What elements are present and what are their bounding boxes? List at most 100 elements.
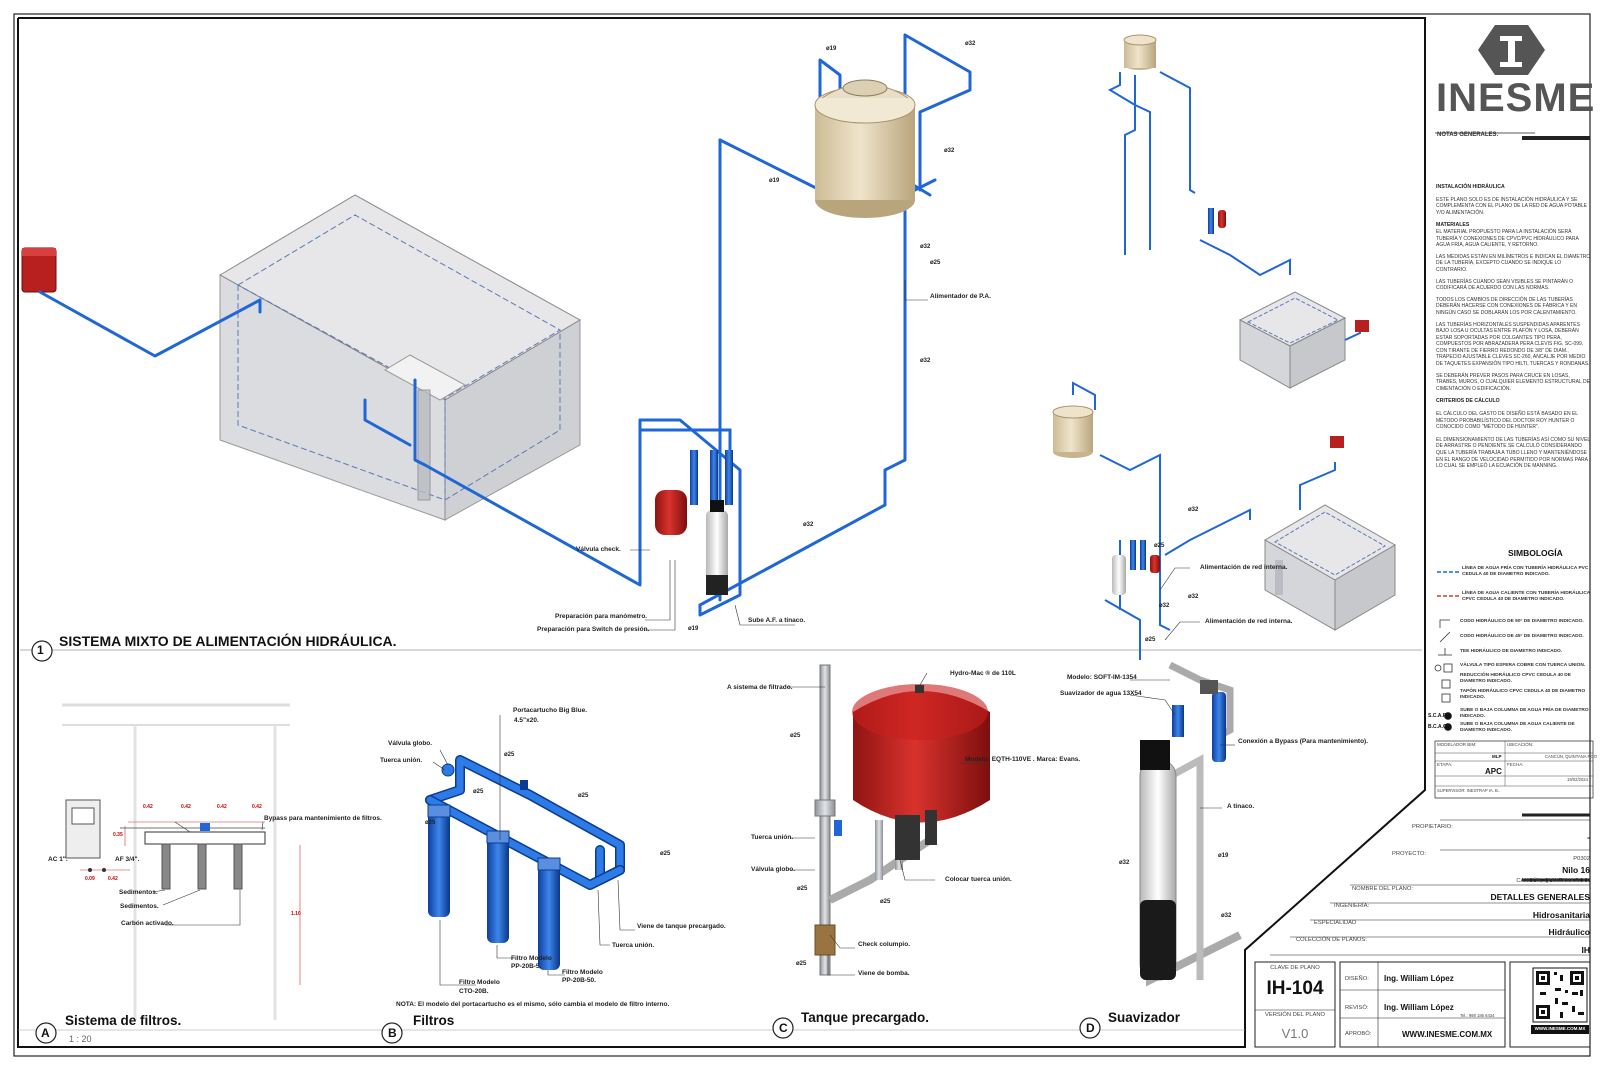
detail-c-d25-d: ø25 xyxy=(796,961,807,967)
small-fecha-val: 19/02/2024 xyxy=(1567,777,1588,782)
simbologia-item-7: TAPÓN HIDRÁULICO CPVC CEDULA 40 DE DIAME… xyxy=(1460,689,1586,700)
detail-b-filters xyxy=(425,755,625,970)
detail-b-note: NOTA: El modelo del portacartucho es el … xyxy=(396,1001,670,1008)
notes-p2: EL MATERIAL PROPUESTO PARA LA INSTALACIÓ… xyxy=(1436,228,1579,249)
simbologia-item-3: CODO HIDRÁULICO DE 45° DE DIAMETRO INDIC… xyxy=(1460,634,1584,639)
simbologia-title: SIMBOLOGÍA xyxy=(1508,548,1563,558)
right-label-d32-a: ø32 xyxy=(1188,507,1199,513)
detail-d-d32-a: ø32 xyxy=(1119,860,1130,866)
detail-d-bypass: Conexión a Bypass (Para mantenimiento). xyxy=(1238,738,1369,745)
tb-coleccion-label: COLECCIÓN DE PLANOS: xyxy=(1296,937,1367,943)
label-manometro: Preparación para manómetro. xyxy=(555,613,648,620)
right-upper-system xyxy=(1107,34,1369,389)
right-label-d32-b: ø32 xyxy=(1188,594,1199,600)
notes-p5: TODOS LOS CAMBIOS DE DIRECCIÓN DE LAS TU… xyxy=(1436,296,1577,316)
detail-c-modelo: Modelo: EQTH-110VE . Marca: Evans. xyxy=(965,756,1081,763)
brand-name: INESME xyxy=(1436,76,1596,120)
detail-b-d25-a: ø25 xyxy=(504,752,515,758)
right-lower-system xyxy=(1052,381,1396,660)
notes-block: INSTALACIÓN HIDRÁULICA ESTE PLANO SOLO E… xyxy=(1436,184,1592,470)
tb-diseno-label: DISEÑO: xyxy=(1345,976,1369,982)
detail-a-dim-8: 1.10 xyxy=(291,911,301,917)
detail-c-d25-a: ø25 xyxy=(790,733,801,739)
simbologia-sbcaf: S.C.A.F. xyxy=(1428,713,1447,719)
detail-c-title: Tanque precargado. xyxy=(801,1010,930,1025)
tb-ingenieria-value: Hidrosanitaria xyxy=(1532,910,1590,920)
tb-diseno-value: Ing. William López xyxy=(1384,974,1454,983)
detail-d-letter: D xyxy=(1086,1021,1095,1035)
label-d32-b: ø32 xyxy=(944,148,955,154)
detail-a-af: AF 3/4". xyxy=(115,856,140,863)
label-alimentador: Alimentador de P.A. xyxy=(930,293,991,300)
detail-b-d25-b: ø25 xyxy=(473,789,484,795)
notes-header: NOTAS GENERALES: xyxy=(1437,132,1499,138)
main-title: SISTEMA MIXTO DE ALIMENTACIÓN HIDRÁULICA… xyxy=(59,633,397,649)
tb-proyecto-code: P0302 xyxy=(1573,856,1590,862)
symbology-glyphs xyxy=(1434,571,1460,731)
qr-code-icon xyxy=(1531,967,1589,1034)
simbologia-item-5: VÁLVULA TIPO ESFERA COBRE CON TUERCA UNI… xyxy=(1460,663,1586,668)
detail-c-bomba: Viene de bomba. xyxy=(858,970,910,977)
label-d25-a: ø25 xyxy=(930,260,941,266)
notes-p1: ESTE PLANO SOLO ES DE INSTALACIÓN HIDRÁU… xyxy=(1436,196,1588,216)
detail-d-suavizador: Suavizador de agua 13X54 xyxy=(1060,690,1142,697)
detail-b-title: Filtros xyxy=(413,1013,455,1028)
notes-p9: EL DIMENSIONAMIENTO DE LAS TUBERÍAS ASÍ … xyxy=(1436,436,1590,470)
detail-a-ac: AC 1". xyxy=(48,856,68,863)
right-label-d25-b: ø25 xyxy=(1145,637,1156,643)
label-switch: Preparación para Switch de presión. xyxy=(537,626,650,633)
notes-h1: INSTALACIÓN HIDRÁULICA xyxy=(1436,184,1505,190)
detail-d-tinaco: A tinaco. xyxy=(1227,803,1255,810)
label-d19-a: ø19 xyxy=(826,46,837,52)
detail-b-filter-2b: PP-20B-50. xyxy=(562,977,596,984)
simbologia-bcac: B.C.A.C. xyxy=(1428,724,1448,730)
right-label-red-interna-2: Alimentación de red interna. xyxy=(1205,618,1293,625)
label-valvula-check: Válvula check. xyxy=(576,546,621,553)
detail-b-size: 4.5"x20. xyxy=(514,717,539,724)
detail-b-valvula-globo: Válvula globo. xyxy=(388,740,433,747)
detail-b-d25-d: ø25 xyxy=(425,820,436,826)
simbologia-item-1: LÍNEA DE AGUA CALIENTE CON TUBERÍA HIDRÁ… xyxy=(1462,591,1591,602)
notes-h3: CRITERIOS DE CÁLCULO xyxy=(1436,398,1500,405)
detail-b-filter-1a: Filtro Modelo xyxy=(511,955,552,962)
tb-tel: Tel.: 998 186 6434 xyxy=(1460,1013,1495,1018)
detail-b-filter-3a: Filtro Modelo xyxy=(459,979,500,986)
simbologia-item-8: SUBE O BAJA COLUMNA DE AGUA FRÍA DE DIAM… xyxy=(1460,708,1589,719)
detail-a-sed2: Sedimentos. xyxy=(120,903,159,910)
detail-d-d32-b: ø32 xyxy=(1221,913,1232,919)
detail-a-dim-6: 0.35 xyxy=(113,832,123,838)
qr-website: WWW.INESME.COM.MX xyxy=(1534,1026,1586,1031)
detail-b-filter-2a: Filtro Modelo xyxy=(562,969,603,976)
detail-a-dim-5: 0.42 xyxy=(108,876,118,882)
section-markers xyxy=(31,640,1101,1044)
small-etapa-val: APC xyxy=(1485,767,1502,776)
detail-c-letter: C xyxy=(779,1021,788,1035)
tb-propietario-value: - xyxy=(1587,832,1590,842)
detail-b-tuerca-union: Tuerca unión. xyxy=(380,757,423,764)
label-d19-c: ø19 xyxy=(688,626,699,632)
detail-d-d19: ø19 xyxy=(1218,853,1229,859)
tb-version: V1.0 xyxy=(1281,1026,1309,1041)
detail-a-dim-7: 0.09 xyxy=(85,876,95,882)
right-label-d25-a: ø25 xyxy=(1154,543,1165,549)
detail-c-check: Check columpio. xyxy=(858,941,911,948)
tb-especialidad-label: ESPECIALIDAD xyxy=(1314,920,1357,926)
detail-d-softener xyxy=(1139,661,1242,987)
tb-nombre-value: DETALLES GENERALES xyxy=(1490,892,1591,902)
simbologia-item-4: TEE HIDRÁULICO DE DIAMETRO INDICADO. xyxy=(1460,649,1563,654)
small-fecha: FECHA: xyxy=(1507,762,1524,767)
small-modelador: MODELADOR BIM: xyxy=(1437,742,1477,747)
detail-c-d25-c: ø25 xyxy=(880,899,891,905)
tb-reviso-label: REVISÓ: xyxy=(1345,1005,1369,1011)
simbologia-item-2: CODO HIDRÁULICO DE 90° DE DIAMETRO INDIC… xyxy=(1460,619,1584,624)
detail-b-filter-3b: CTO-20B. xyxy=(459,988,489,995)
leader-lines xyxy=(152,280,1235,986)
sheet-frame xyxy=(13,13,1591,1057)
detail-b-tuerca-union-2: Tuerca unión. xyxy=(612,942,655,949)
tb-clave-label: CLAVE DE PLANO xyxy=(1270,965,1320,971)
main-section-number: 1 xyxy=(37,643,44,657)
tb-clave: IH-104 xyxy=(1266,978,1324,999)
detail-a-dim-4: 0.42 xyxy=(252,804,262,810)
detail-c-tank xyxy=(814,664,990,976)
